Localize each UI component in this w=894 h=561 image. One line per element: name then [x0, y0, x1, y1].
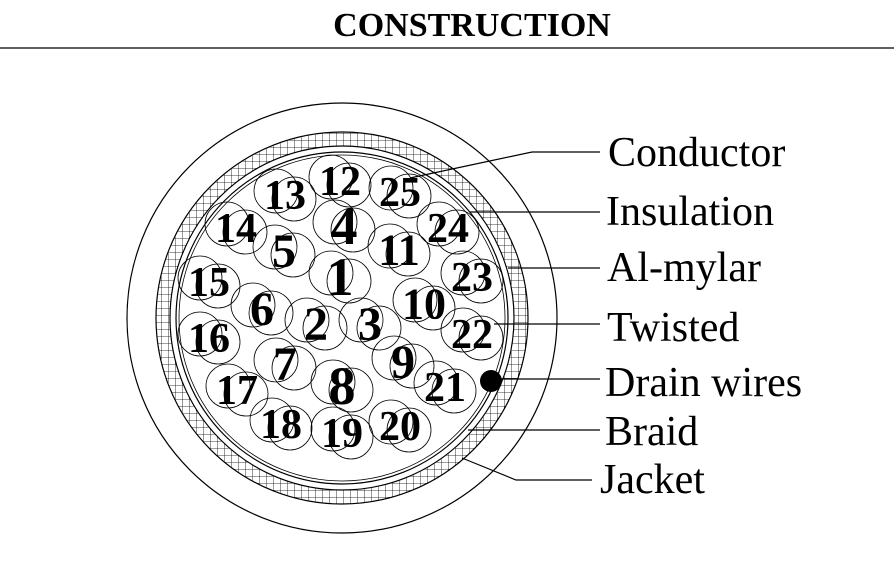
conductor-strand-b: [389, 343, 435, 389]
conductor-strand-a: [312, 199, 358, 245]
conductor-number: 6: [250, 283, 274, 336]
conductor-number: 24: [427, 206, 469, 252]
conductor-strand-a: [204, 201, 250, 247]
conductor-strand-b: [386, 407, 432, 453]
conductor-number: 14: [215, 206, 257, 252]
conductor-strand-b: [410, 285, 456, 331]
conductor-number: 4: [331, 196, 358, 256]
conductor-number: 5: [272, 225, 296, 278]
conductor-strand-b: [431, 368, 477, 414]
conductor-number: 8: [329, 356, 356, 416]
conductor-strand-a: [371, 335, 417, 381]
conductor-strand-a: [177, 311, 223, 357]
leader-lines: [409, 151, 600, 481]
conductor-strand-b: [223, 371, 269, 417]
conductor-strand-b: [302, 305, 348, 351]
conductor-strand-a: [310, 406, 356, 452]
conductor-strand-a: [368, 399, 414, 445]
conductor-number: 9: [391, 336, 415, 389]
conductor-strand-b: [356, 305, 402, 351]
conductor-strand-b: [328, 414, 374, 460]
braid-inner-edge: [169, 145, 515, 491]
conductor-number: 3: [358, 298, 382, 351]
conductor-number: 10: [402, 280, 446, 329]
conductor-number: 17: [216, 368, 258, 414]
conductor-strand-a: [440, 250, 486, 296]
conductor-number: 19: [321, 411, 363, 457]
conductor-strand-b: [326, 162, 372, 208]
conductor-strand-a: [440, 307, 486, 353]
conductor-number: 16: [188, 316, 230, 362]
conductor-number: 1: [327, 247, 354, 307]
conductor-strand-a: [338, 297, 384, 343]
conductor-strand-b: [195, 319, 241, 365]
drain-wire: [480, 370, 502, 392]
conductor-number: 20: [379, 404, 421, 450]
label-conductor: Conductor: [608, 130, 785, 176]
label-drain-wires: Drain wires: [605, 360, 802, 406]
conductor-number: 21: [424, 365, 466, 411]
conductor-number: 2: [304, 298, 328, 351]
conductor-strand-a: [284, 297, 330, 343]
conductor-strand-b: [267, 405, 313, 451]
conductor-strand-a: [367, 223, 413, 269]
conductor-strand-b: [270, 232, 316, 278]
conductor-strand-a: [230, 282, 276, 328]
al-mylar-ring-inner: [178, 154, 506, 482]
label-al-mylar: Al-mylar: [607, 245, 761, 291]
conductor-strand-b: [271, 176, 317, 222]
conductor-strand-a: [416, 201, 462, 247]
conductor-strand-a: [308, 250, 354, 296]
label-jacket: Jacket: [600, 457, 705, 503]
label-insulation: Insulation: [606, 189, 774, 235]
conductor-number: 11: [378, 226, 420, 275]
conductor-strand-a: [308, 154, 354, 200]
conductor-strand-b: [458, 258, 504, 304]
label-braid: Braid: [605, 409, 698, 455]
conductor-strand-a: [253, 168, 299, 214]
conductor-strand-a: [413, 360, 459, 406]
conductor-strand-a: [252, 224, 298, 270]
leader-jacket: [461, 457, 592, 481]
conductor-strand-b: [434, 209, 480, 255]
conductor-number: 18: [260, 402, 302, 448]
conductor-strand-a: [310, 359, 356, 405]
conductor-strand-b: [458, 315, 504, 361]
conductor-strand-a: [249, 397, 295, 443]
conductor-strand-b: [222, 209, 268, 255]
conductor-strand-b: [385, 231, 431, 277]
conductor-number: 23: [451, 255, 493, 301]
conductor-number: 22: [451, 312, 493, 358]
conductor-strand-a: [177, 255, 223, 301]
conductor-strand-b: [328, 367, 374, 413]
leader-conductor: [409, 151, 600, 179]
al-mylar-ring: [175, 151, 509, 485]
page-title: CONSTRUCTION: [333, 7, 611, 44]
conductor-number: 7: [273, 338, 297, 391]
conductor-strand-b: [248, 290, 294, 336]
conductor-strand-b: [326, 258, 372, 304]
label-twisted: Twisted: [607, 305, 739, 351]
conductor-strand-a: [253, 337, 299, 383]
conductor-strand-b: [386, 173, 432, 219]
conductor-strand-a: [205, 363, 251, 409]
conductor-strand-b: [195, 263, 241, 309]
conductor-strand-a: [392, 277, 438, 323]
conductor-number: 12: [319, 159, 361, 205]
conductor-number: 15: [188, 260, 230, 306]
conductor-number: 13: [264, 173, 306, 219]
conductor-strand-a: [368, 165, 414, 211]
